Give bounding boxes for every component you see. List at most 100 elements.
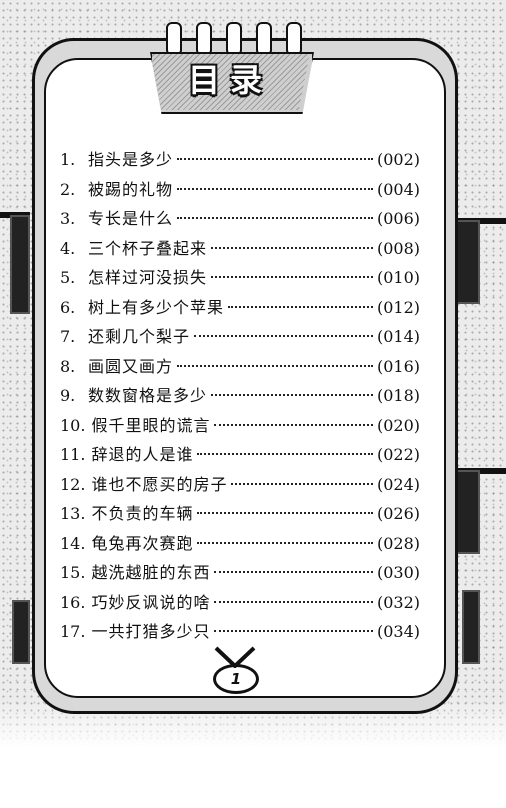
toc-entry[interactable]: 13. 不负责的车辆 (026) (60, 500, 420, 530)
toc-entry-number: 5. (60, 268, 76, 287)
toc-entry[interactable]: 10.假千里眼的谎言 (020) (60, 412, 420, 442)
binder-ring-icon (166, 22, 182, 56)
page-number-ornament: 1 (200, 646, 270, 696)
toc-entry-number: 4. (60, 238, 76, 258)
toc-entry-page: (014) (376, 327, 420, 346)
toc-entry-page: (026) (376, 504, 420, 523)
toc-entry-title: 不负责的车辆 (91, 504, 194, 523)
toc-entry-title: 画圆又画方 (88, 356, 174, 376)
toc-leader-dots (177, 158, 373, 160)
toc-entry-title: 三个杯子叠起来 (88, 238, 208, 258)
toc-leader-dots (211, 276, 373, 278)
toc-entry-number: 14. (60, 533, 86, 553)
toc-leader-dots (231, 482, 373, 485)
toc-entry-page: (032) (376, 592, 420, 612)
toc-leader-dots (197, 453, 373, 455)
toc-entry-number: 9. (60, 386, 76, 405)
toc-entry[interactable]: 5. 怎样过河没损失 (010) (60, 264, 420, 294)
toc-entry-title: 辞退的人是谁 (91, 445, 194, 464)
toc-entry[interactable]: 4. 三个杯子叠起来 (008) (60, 235, 420, 265)
toc-entry-number: 11. (60, 445, 86, 464)
toc-entry-title: 指头是多少 (88, 150, 174, 169)
page-number: 1 (213, 664, 259, 694)
toc-entry-number: 16. (60, 592, 86, 612)
toc-leader-dots (197, 541, 373, 544)
toc-entry-page: (012) (376, 297, 420, 317)
toc-entry-page: (008) (376, 238, 420, 258)
toc-entry[interactable]: 17. 一共打猎多少只 (034) (60, 618, 420, 648)
toc-entry-title: 数数窗格是多少 (88, 386, 208, 405)
toc-leader-dots (214, 600, 373, 603)
toc-entry-page: (006) (376, 209, 420, 228)
toc-entry-title: 专长是什么 (88, 209, 174, 228)
toc-entry[interactable]: 14.龟兔再次赛跑 (028) (60, 530, 420, 560)
toc-leader-dots (197, 512, 373, 514)
title-banner-hatch (150, 52, 310, 110)
decorative-side-bar (454, 220, 480, 304)
toc-entry[interactable]: 11. 辞退的人是谁 (022) (60, 441, 420, 471)
toc-entry-title: 被踢的礼物 (88, 179, 174, 199)
toc-entry[interactable]: 15. 越洗越脏的东西 (030) (60, 559, 420, 589)
toc-entry-page: (028) (376, 533, 420, 553)
decorative-side-bar (10, 215, 30, 314)
toc-leader-dots (228, 305, 373, 308)
toc-entry-number: 12. (60, 474, 86, 494)
toc-entry-number: 7. (60, 327, 76, 346)
toc-entry-number: 10. (60, 415, 86, 435)
toc-entry-page: (030) (376, 563, 420, 582)
toc-entry-page: (004) (376, 179, 420, 199)
toc-entry-title: 怎样过河没损失 (88, 268, 208, 287)
toc-entry-page: (002) (376, 150, 420, 169)
binder-ring-icon (256, 22, 272, 56)
toc-leader-dots (177, 187, 373, 190)
title-banner (150, 52, 314, 114)
toc-entry-title: 树上有多少个苹果 (88, 297, 225, 317)
toc-entry-page: (022) (376, 445, 420, 464)
toc-entry[interactable]: 3. 专长是什么 (006) (60, 205, 420, 235)
toc-entry[interactable]: 6. 树上有多少个苹果 (012) (60, 294, 420, 324)
toc-entry-title: 还剩几个梨子 (88, 327, 191, 346)
toc-leader-dots (211, 246, 373, 249)
toc-entry-title: 越洗越脏的东西 (91, 563, 211, 582)
toc-entry-page: (018) (376, 386, 420, 405)
toc-entry-number: 17. (60, 622, 86, 641)
toc-entry[interactable]: 7. 还剩几个梨子 (014) (60, 323, 420, 353)
toc-entry[interactable]: 8. 画圆又画方 (016) (60, 353, 420, 383)
toc-entry-number: 6. (60, 297, 76, 317)
toc-entry-number: 1. (60, 150, 76, 169)
toc-entry[interactable]: 16.巧妙反讽说的啥 (032) (60, 589, 420, 619)
notebook-page (44, 58, 446, 698)
toc-entry-title: 一共打猎多少只 (91, 622, 211, 641)
decorative-side-bar (12, 600, 30, 664)
toc-entry[interactable]: 9. 数数窗格是多少 (018) (60, 382, 420, 412)
toc-entry[interactable]: 12.谁也不愿买的房子 (024) (60, 471, 420, 501)
toc-leader-dots (214, 423, 373, 426)
binder-ring-icon (196, 22, 212, 56)
toc-entry-title: 假千里眼的谎言 (91, 415, 211, 435)
binder-ring-icon (226, 22, 242, 56)
toc-entry-number: 3. (60, 209, 76, 228)
toc-entry-number: 13. (60, 504, 86, 523)
toc-leader-dots (211, 394, 373, 396)
toc-entry-number: 8. (60, 356, 76, 376)
table-of-contents: 1.指头是多少(002)2.被踢的礼物(004)3.专长是什么(006)4.三个… (60, 146, 420, 648)
toc-entry-page: (010) (376, 268, 420, 287)
toc-entry-page: (034) (376, 622, 420, 641)
toc-entry[interactable]: 1. 指头是多少 (002) (60, 146, 420, 176)
toc-entry-page: (024) (376, 474, 420, 494)
decorative-side-bar (462, 590, 480, 664)
binder-ring-icon (286, 22, 302, 56)
toc-leader-dots (214, 630, 373, 632)
toc-entry-title: 巧妙反讽说的啥 (91, 592, 211, 612)
toc-leader-dots (177, 364, 373, 367)
toc-entry[interactable]: 2.被踢的礼物(004) (60, 176, 420, 206)
toc-entry-page: (020) (376, 415, 420, 435)
toc-entry-number: 15. (60, 563, 86, 582)
toc-entry-page: (016) (376, 356, 420, 376)
toc-leader-dots (214, 571, 373, 573)
toc-entry-title: 谁也不愿买的房子 (91, 474, 228, 494)
toc-entry-title: 龟兔再次赛跑 (91, 533, 194, 553)
page-title: 目录 (187, 61, 272, 99)
decorative-side-bar (454, 470, 480, 554)
toc-leader-dots (194, 335, 373, 337)
